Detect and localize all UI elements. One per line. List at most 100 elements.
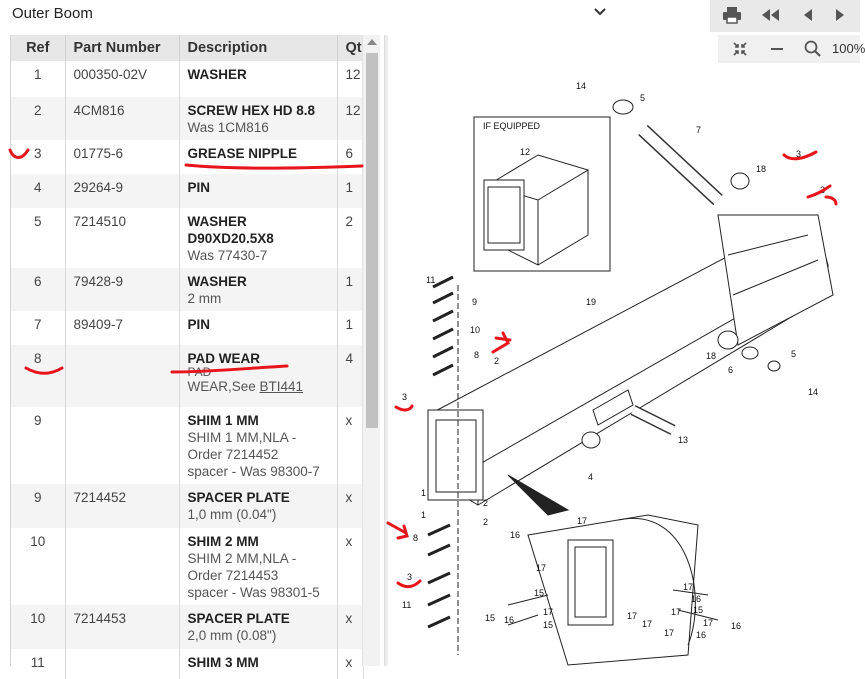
- previous-page-icon: [804, 9, 812, 21]
- scrollbar-thumb[interactable]: [366, 53, 378, 428]
- fit-icon[interactable]: [732, 41, 748, 57]
- desc-line: 2,0 mm (0.08"): [187, 628, 277, 643]
- cell-ref: 4: [11, 174, 66, 208]
- callout: 12: [520, 147, 530, 157]
- cell-qty: 2: [337, 208, 364, 268]
- callout: 16: [504, 615, 514, 625]
- print-icon: [723, 7, 741, 24]
- next-page-button[interactable]: [828, 4, 852, 26]
- callout: 16: [731, 621, 741, 631]
- cell-ref: 6: [11, 268, 66, 311]
- desc-line: SHIM 1 MM,NLA -: [187, 430, 297, 445]
- table-row[interactable]: 1 000350-02V WASHER 12: [11, 61, 364, 97]
- zoom-out-icon[interactable]: [770, 41, 784, 57]
- previous-page-button[interactable]: [796, 4, 820, 26]
- toolbar: [710, 0, 860, 32]
- callout: 16: [691, 594, 701, 604]
- desc-line: SCREW HEX HD 8.8: [187, 103, 316, 118]
- callout: 17: [664, 628, 674, 638]
- zoom-level: 100%: [832, 41, 865, 56]
- cell-description: GREASE NIPPLE: [179, 140, 338, 174]
- print-button[interactable]: [720, 4, 744, 26]
- desc-line: 1,0 mm (0.04"): [187, 507, 277, 522]
- bti441-link[interactable]: BTI441: [259, 379, 304, 394]
- callout: 8: [413, 533, 418, 543]
- table-row[interactable]: 11 SHIM 3 MM x: [11, 649, 364, 679]
- cell-qty: 1: [337, 174, 364, 208]
- callout: 2: [494, 356, 499, 366]
- callout: 15: [543, 620, 553, 630]
- diagram-viewer: 100%: [388, 35, 865, 666]
- callout: 17: [627, 611, 637, 621]
- first-page-button[interactable]: [758, 4, 782, 26]
- callout: 1: [421, 510, 426, 520]
- callout: 2: [483, 517, 488, 527]
- col-header-ref[interactable]: Ref: [11, 35, 66, 61]
- viewer-toolbar: [718, 35, 860, 63]
- table-row[interactable]: 3 01775-6 GREASE NIPPLE 6: [11, 140, 364, 174]
- callout: 13: [678, 435, 688, 445]
- col-header-part-number[interactable]: Part Number: [65, 35, 180, 61]
- callout: 17: [536, 563, 546, 573]
- callout: 11: [402, 600, 411, 610]
- scroll-up-icon[interactable]: [367, 39, 377, 45]
- callout: 1: [421, 488, 426, 498]
- desc-line: GREASE NIPPLE: [187, 146, 298, 161]
- callout: 5: [640, 93, 645, 103]
- desc-line: Order 7214452: [187, 447, 279, 462]
- desc-line: SPACER PLATE: [187, 611, 290, 626]
- callout: 16: [696, 630, 706, 640]
- chevron-down-icon[interactable]: [592, 4, 608, 20]
- desc-line: WASHER: [187, 214, 247, 229]
- cell-qty: x: [337, 484, 364, 528]
- desc-line: Was 77430-7: [187, 248, 268, 263]
- callout: 15: [534, 588, 544, 598]
- callout: 8: [474, 350, 479, 360]
- cell-ref: 5: [11, 208, 66, 268]
- col-header-description[interactable]: Description: [179, 35, 338, 61]
- cell-qty: 12: [337, 97, 364, 140]
- cell-description: PIN: [179, 311, 338, 345]
- desc-line: WASHER: [187, 274, 247, 289]
- cell-qty: x: [337, 407, 364, 484]
- cell-qty: 12: [337, 61, 364, 97]
- callout: 14: [808, 387, 818, 397]
- callout: 18: [756, 164, 766, 174]
- desc-line: WASHER: [187, 67, 247, 82]
- callout: 16: [510, 530, 520, 540]
- cell-part-number: 000350-02V: [65, 61, 180, 97]
- parts-table: Ref Part Number Description Qt 1 000350-…: [11, 35, 364, 679]
- callout: 3: [402, 392, 407, 402]
- col-header-qty[interactable]: Qt: [337, 35, 364, 61]
- cell-qty: x: [337, 528, 364, 605]
- zoom-search-icon[interactable]: [804, 40, 822, 58]
- inset-label: IF EQUIPPED: [483, 121, 541, 131]
- panel-splitter[interactable]: [384, 35, 388, 666]
- table-row[interactable]: 4 29264-9 PIN 1: [11, 174, 364, 208]
- cell-ref: 3: [11, 140, 66, 174]
- cell-description: SHIM 3 MM: [179, 649, 338, 679]
- cell-ref: 8: [11, 345, 66, 407]
- table-row[interactable]: 7 89409-7 PIN 1: [11, 311, 364, 345]
- desc-line: SPACER PLATE: [187, 490, 290, 505]
- desc-line: 2 mm: [187, 291, 222, 306]
- desc-line: PAD WEAR: [187, 351, 261, 366]
- callout: 2: [483, 498, 488, 508]
- cell-description: WASHER 2 mm: [179, 268, 338, 311]
- callout: 3: [820, 185, 825, 195]
- cell-part-number: [65, 528, 180, 605]
- top-bar: Outer Boom: [0, 0, 860, 34]
- table-scrollbar[interactable]: [362, 35, 380, 666]
- cell-description: WASHER: [179, 61, 338, 97]
- callout: 17: [642, 619, 652, 629]
- exploded-parts-diagram[interactable]: IF EQUIPPED 14 5 7 12 18 3 3 19 11 9 10 …: [388, 35, 860, 666]
